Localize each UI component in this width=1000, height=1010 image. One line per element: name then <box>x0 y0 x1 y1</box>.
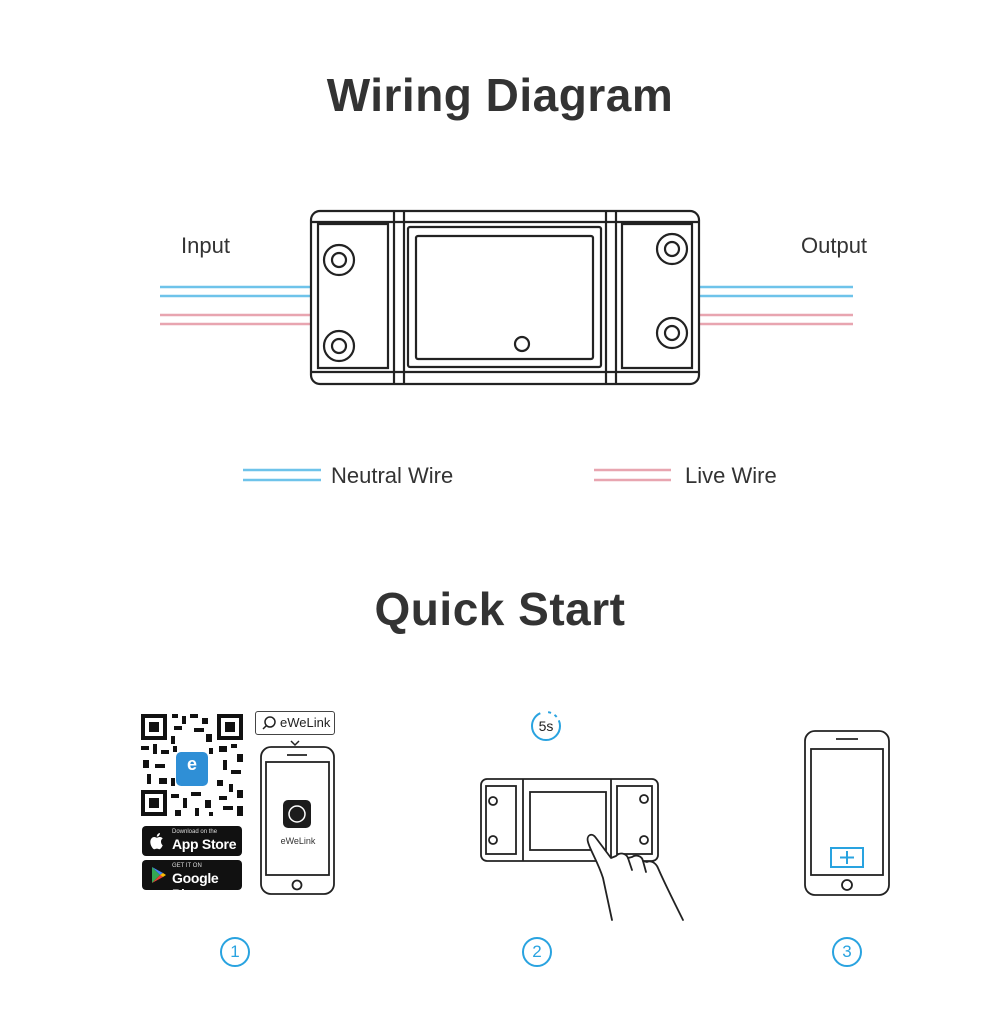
google-play-text: Google Play <box>172 870 219 902</box>
phone-1 <box>260 746 335 895</box>
step-number-3: 3 <box>832 937 862 967</box>
legend-neutral-label: Neutral Wire <box>331 463 454 488</box>
search-bar: eWeLink <box>255 711 335 735</box>
chevron-down-icon <box>290 740 300 747</box>
input-label: Input <box>181 233 230 258</box>
app-store-badge[interactable]: Download on the App Store <box>142 826 242 856</box>
output-wires <box>700 285 853 326</box>
google-play-badge[interactable]: GET IT ON Google Play <box>142 860 242 902</box>
step-number-1: 1 <box>220 937 250 967</box>
ewelink-app-icon <box>283 800 311 828</box>
timer-label: 5s <box>538 718 554 734</box>
step-number-2: 2 <box>522 937 552 967</box>
legend-live-label: Live Wire <box>685 463 777 488</box>
small-module <box>480 778 659 862</box>
qr-app-tile <box>176 752 208 786</box>
app-name-label: eWeLink <box>280 836 316 846</box>
app-store-small-text: Download on the <box>172 829 218 835</box>
legend-live-swatch <box>594 468 671 482</box>
apple-icon <box>150 833 163 850</box>
qr-app-letter: e <box>186 754 197 774</box>
app-store-text: App Store <box>172 836 237 852</box>
phone-3 <box>804 730 890 896</box>
legend-neutral-swatch <box>243 468 321 482</box>
google-play-small-text: GET IT ON <box>172 863 202 869</box>
timer-ring <box>531 711 561 741</box>
hand-icon <box>586 833 684 921</box>
google-play-icon <box>152 867 166 883</box>
output-label: Output <box>801 233 868 258</box>
input-wires <box>160 285 312 326</box>
add-device-icon <box>830 847 864 868</box>
quick-start-title: Quick Start <box>374 583 626 635</box>
wiring-diagram-title: Wiring Diagram <box>326 69 674 121</box>
search-text: eWeLink <box>280 715 331 730</box>
switch-module <box>309 209 701 386</box>
search-icon <box>262 716 276 730</box>
